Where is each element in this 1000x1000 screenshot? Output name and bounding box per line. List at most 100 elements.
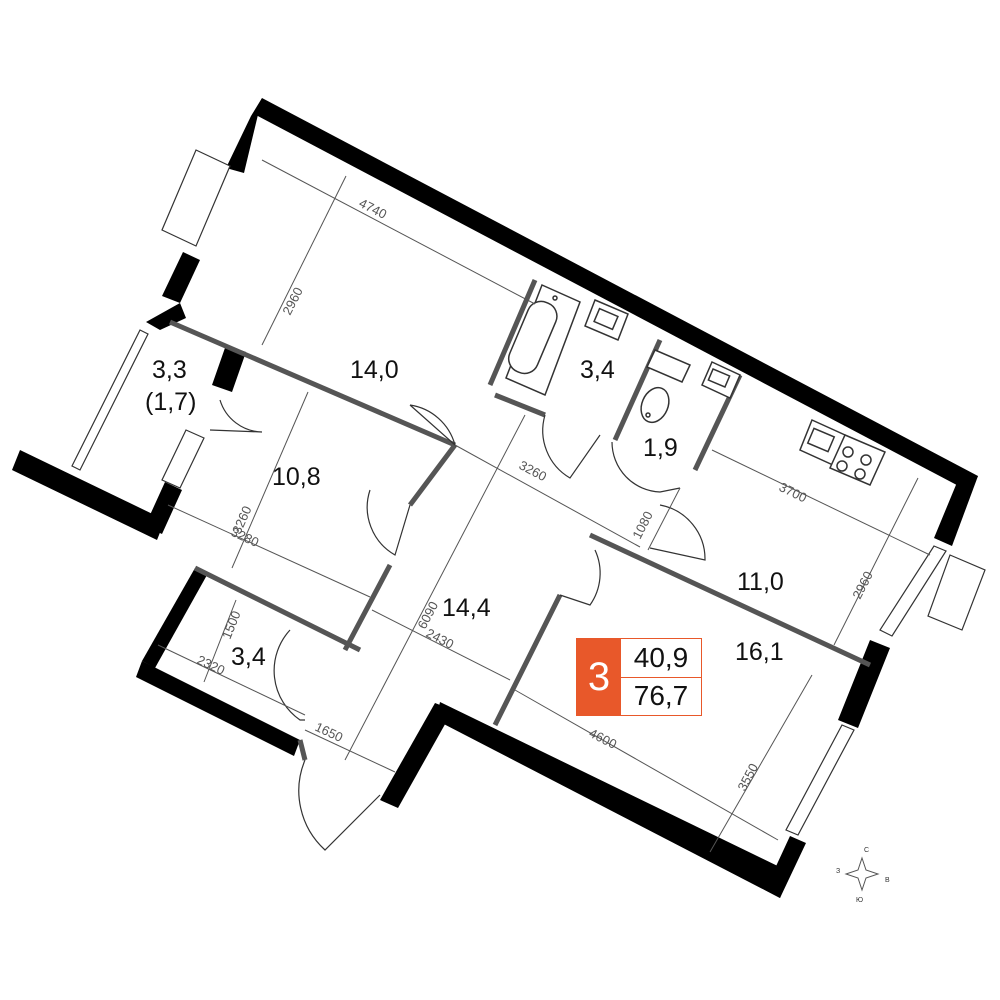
dimension-lines [157,159,931,853]
wall-bottom-storage [136,661,300,756]
window-living [785,724,855,836]
rooms-count: 3 [577,639,621,715]
dim-line-2960b [833,477,919,646]
dim-line-4740 [261,159,536,305]
partition-bath-left [487,279,538,386]
partition-entry [297,739,308,761]
wall-left-lower [145,482,182,534]
compass-south: Ю [856,897,863,904]
partition-living-left [492,593,563,727]
kitchen-sink [799,418,846,467]
wall-top-left [226,98,262,173]
toilet [640,349,692,424]
dim-label-2960b: 2960 [849,569,875,602]
dim-line-3260a [231,391,309,569]
living-area-value: 40,9 [633,641,689,673]
compass-star-icon [844,856,880,892]
dim-label-4740: 4740 [357,195,390,221]
partition-bath-bottom [494,392,546,418]
wall-bottom-long [436,702,790,898]
area-badge: 3 40,9 76,7 [576,638,702,716]
wall-left-upper [162,252,200,303]
compass-north: С [864,847,869,854]
room-area-balcony: 3,3 [152,356,187,384]
dim-line-1500 [203,599,237,683]
dim-label-3700: 3700 [777,479,810,505]
room-area-kitchen: 11,0 [737,568,784,596]
wall-right-lower [765,836,806,898]
dim-label-6090: 6090 [414,599,441,632]
partition-bedroom-hall [169,319,456,448]
partition-middle-bedroom-low [342,563,393,652]
dim-label-3550: 3550 [734,761,761,794]
room-area-hall: 14,4 [442,594,491,622]
dim-line-2320 [157,644,306,716]
wall-entry-right [380,703,453,808]
room-area-bedroom-middle: 10,8 [272,463,321,491]
window-kitchen-frame [879,545,947,637]
wc-sink [701,360,741,400]
dim-line-3700 [711,449,931,556]
dim-line-3550 [709,674,813,853]
door-bath [542,414,601,479]
wall-left-balcony [12,450,165,540]
dim-line-2430 [371,609,511,681]
wall-right-middle [838,640,890,728]
partition-middle-bedroom-right [408,443,457,507]
door-middle-bedroom [366,489,411,556]
dim-label-3280: 3280 [229,524,262,550]
dim-line-4600 [514,689,779,841]
room-area-bathroom: 3,4 [580,356,615,384]
door-living [559,549,601,606]
window-kitchen [927,554,986,631]
dim-label-1500: 1500 [219,609,244,641]
door-kitchen [649,504,706,561]
dim-label-4600: 4600 [587,725,620,751]
wall-left-stub [146,303,186,330]
compass-west: З [836,868,840,875]
compass-east: В [885,877,890,884]
dim-line-2960a [261,175,347,346]
badge-areas: 40,9 76,7 [621,639,701,715]
exterior-walls [12,98,978,898]
door-wc [611,441,681,493]
doors [209,399,706,851]
dim-label-1080: 1080 [629,509,655,542]
dim-label-2430: 2430 [424,625,457,651]
window-balcony [71,329,149,471]
dim-line-3280 [167,504,371,598]
partition-kitchen-living [588,532,872,668]
partition-storage-top [193,565,362,653]
window-bedroom-top [161,149,231,247]
wall-top-long [254,98,978,492]
wall-right-upper [934,476,978,546]
room-area-toilet: 1,9 [643,434,678,462]
room-area-living: 16,1 [735,638,784,666]
wall-balcony-pier [212,345,246,392]
door-entrance [298,759,381,851]
total-area-value: 76,7 [633,680,689,712]
fixtures [505,283,887,486]
room-area-bedroom-top: 14,0 [350,356,399,384]
room-area-storage: 3,4 [231,643,266,671]
room-labels: 14,0 3,4 1,9 3,3 (1,7) 10,8 14,4 11,0 16… [145,356,784,671]
bathtub [505,283,581,397]
stove [828,434,887,486]
door-balcony [209,399,263,433]
windows [71,149,986,836]
wall-bottom-left [142,568,207,668]
bath-sink [584,299,629,341]
dim-label-3260b: 3260 [517,457,550,484]
dim-line-1650 [304,729,396,773]
dim-label-2960a: 2960 [279,285,305,318]
door-bedroom-top [409,404,457,447]
compass: С В Ю З [836,847,890,904]
dim-line-3260b [454,444,641,548]
door-storage [273,629,305,721]
dim-line-6090 [344,414,526,761]
window-bedroom-middle [161,429,205,489]
dim-line-1080 [647,487,681,551]
badge-divider [621,676,701,678]
